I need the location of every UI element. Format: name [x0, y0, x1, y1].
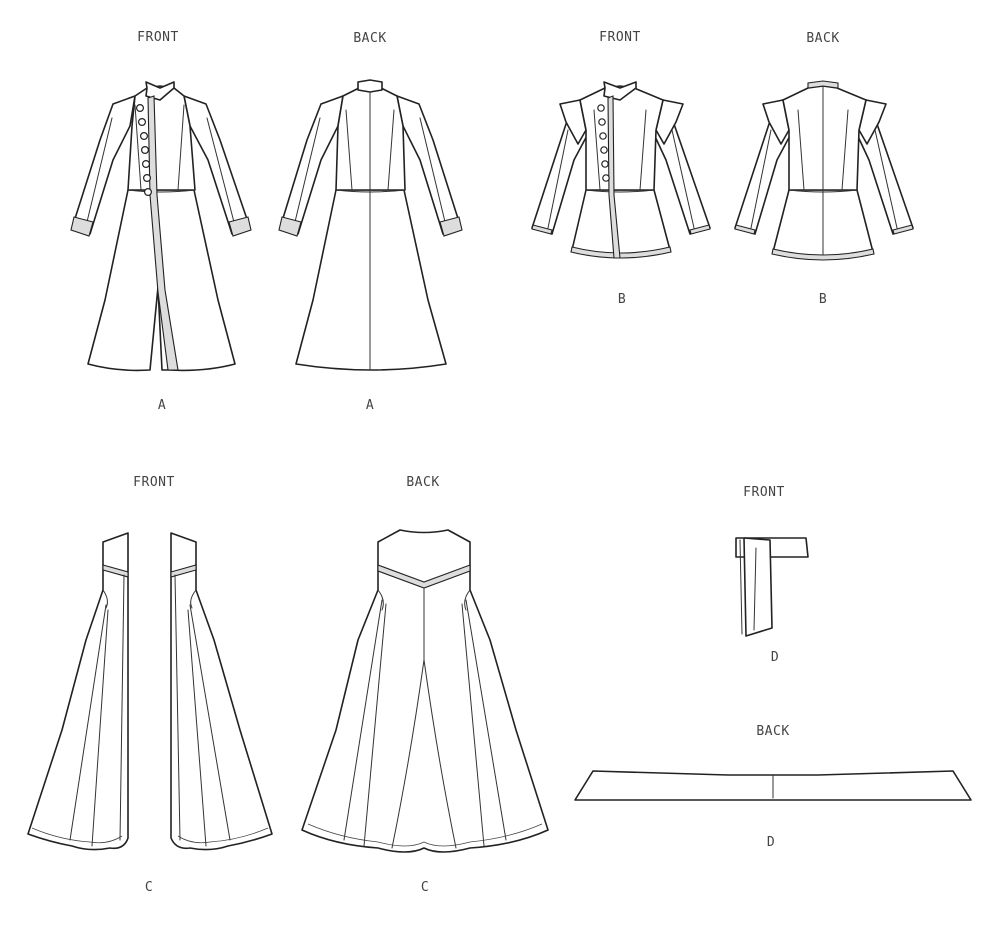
style-letter-a-front: A [157, 398, 167, 413]
view-label-c-back: BACK [406, 475, 440, 490]
style-letter-b-front: B [617, 292, 627, 307]
style-letter-c-back: C [420, 880, 430, 895]
view-label-b-back: BACK [806, 31, 840, 46]
style-letter-d-back: D [766, 835, 776, 850]
coat-a-front-drawing [70, 81, 252, 372]
view-label-a-front: FRONT [137, 30, 179, 45]
style-letter-a-back: A [365, 398, 375, 413]
vest-c-front-drawing [27, 532, 273, 851]
style-letter-b-back: B [818, 292, 828, 307]
collar-d-front-drawing [735, 537, 809, 637]
view-label-b-front: FRONT [599, 30, 641, 45]
coat-a-back-drawing [278, 79, 463, 371]
vest-c-back-drawing [301, 529, 549, 853]
jacket-b-front-drawing [531, 81, 711, 259]
view-label-a-back: BACK [353, 31, 387, 46]
style-letter-d-front: D [770, 650, 780, 665]
view-label-d-back: BACK [756, 724, 790, 739]
view-label-d-front: FRONT [743, 485, 785, 500]
view-label-c-front: FRONT [133, 475, 175, 490]
jacket-b-back-drawing [734, 80, 914, 261]
collar-d-back-drawing [574, 770, 972, 801]
style-letter-c-front: C [144, 880, 154, 895]
